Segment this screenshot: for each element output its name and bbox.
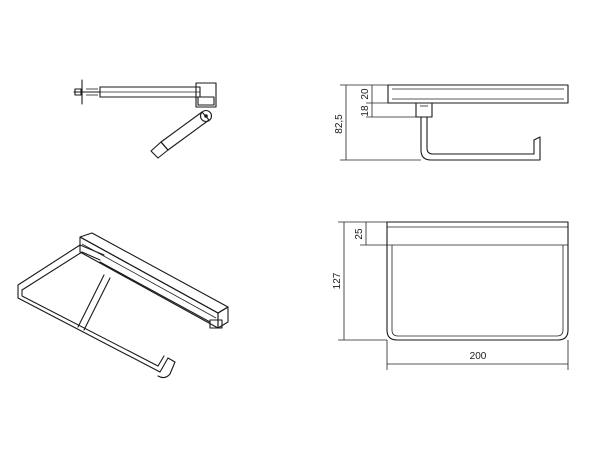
side-view [73, 79, 217, 159]
iso-shelf-underside [99, 261, 211, 323]
dimension-200-label: 200 [470, 351, 487, 362]
iso-shelf-line [81, 243, 217, 319]
side-view-pivot [199, 109, 213, 123]
side-view-arm [160, 111, 210, 151]
front-view-bracket [415, 102, 433, 118]
front-view-holder-arm [420, 116, 541, 161]
front-view-holder-tip [533, 136, 541, 141]
side-view-bracket-insert [197, 96, 215, 106]
top-view-inner-outline [391, 245, 564, 337]
top-view: 25 127 200 [332, 221, 569, 370]
iso-arm-diagonal-2 [83, 277, 111, 331]
top-view-shelf-outline [386, 221, 569, 341]
iso-shelf-end [217, 306, 229, 329]
iso-frame-front [17, 284, 176, 373]
iso-shelf-top [79, 232, 229, 314]
isometric-view [17, 232, 229, 379]
dimension-18-label: 18 [360, 105, 371, 117]
dimension-20-label: 20 [360, 88, 371, 100]
iso-arm-diagonal [77, 274, 105, 328]
iso-shelf-end-insert [209, 319, 223, 329]
front-view: 20 18 82,5 [334, 84, 569, 161]
iso-frame-front-inner [21, 289, 165, 367]
dimension-82-5-label: 82,5 [334, 114, 345, 134]
side-view-bracket [195, 82, 217, 108]
front-view-shelf [387, 84, 569, 104]
iso-frame-back-inner [21, 251, 101, 291]
dimension-25-label: 25 [354, 228, 365, 240]
front-view-holder-arm-inner [426, 116, 535, 155]
iso-frame-tip [157, 361, 176, 379]
side-view-screw-nut [74, 88, 82, 96]
side-view-arm-end [150, 141, 169, 159]
dimension-127-label: 127 [332, 272, 343, 289]
